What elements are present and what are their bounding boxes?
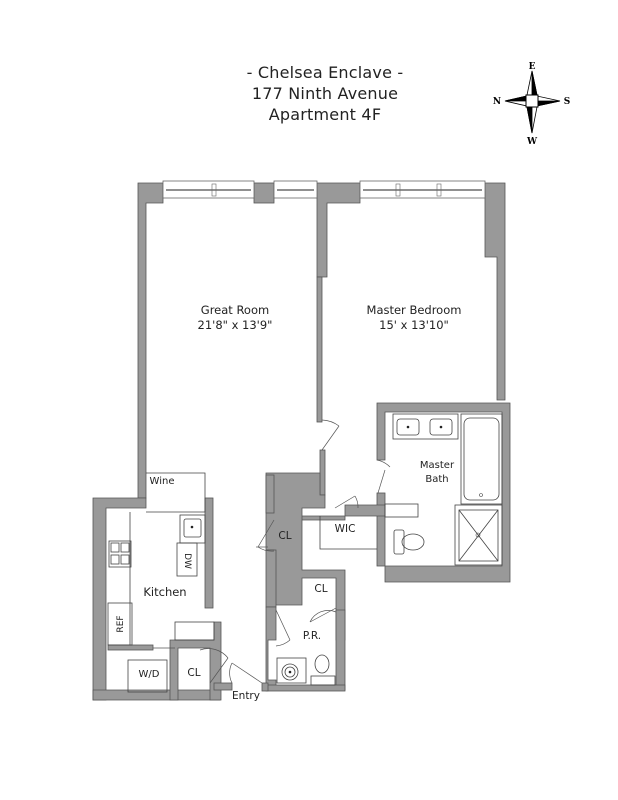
room-powder-room: P.R. — [302, 630, 322, 642]
apartment-number: Apartment 4F — [268, 105, 382, 124]
door — [309, 607, 337, 623]
room-closet-hall: CL — [278, 530, 292, 542]
room-closet-pr: CL — [314, 583, 328, 595]
address: 177 Ninth Avenue — [251, 84, 399, 103]
compass-south: S — [564, 97, 571, 107]
wall — [265, 474, 275, 514]
shower — [454, 504, 503, 566]
bath-counter — [384, 503, 419, 518]
fixture-refrigerator: REF — [116, 615, 126, 633]
wall — [376, 492, 386, 567]
refrigerator — [107, 602, 133, 646]
compass-rose-icon: E N S W — [493, 62, 571, 147]
door — [321, 425, 340, 451]
door — [209, 657, 229, 684]
fixture-dishwasher: DW — [182, 553, 192, 569]
door — [377, 469, 386, 494]
wall — [319, 449, 326, 496]
room-great-room: Great Room 21'8" x 13'9" — [185, 303, 285, 333]
door — [257, 519, 275, 548]
wall — [169, 621, 222, 701]
bathtub-frame — [460, 413, 503, 505]
wic-shelf — [319, 516, 377, 550]
room-wic: WIC — [334, 523, 356, 535]
room-dimensions: 21'8" x 13'9" — [197, 318, 273, 332]
room-dimensions: 15' x 13'10" — [379, 318, 449, 332]
wall — [484, 182, 506, 401]
fixture-washer-dryer: W/D — [138, 669, 160, 680]
wall — [253, 182, 275, 204]
kitchen-pantry — [174, 621, 215, 641]
room-master-bath: Master Bath — [419, 460, 455, 485]
plan-title: - Chelsea Enclave - 177 Ninth Avenue Apa… — [200, 62, 450, 125]
wine-counter — [146, 472, 206, 513]
bath-vanity — [392, 413, 459, 440]
wall — [316, 276, 323, 423]
room-entry: Entry — [232, 690, 260, 702]
bathtub — [463, 417, 500, 501]
toilet-bowl — [401, 533, 425, 551]
compass-west: W — [526, 137, 538, 147]
pr-toilet-bowl — [314, 654, 330, 674]
wall — [204, 497, 214, 609]
pr-toilet-tank — [310, 675, 336, 686]
stove — [108, 540, 132, 568]
wall — [137, 182, 164, 499]
dishwasher — [176, 542, 198, 577]
wall — [335, 609, 346, 691]
wall — [265, 606, 277, 689]
fixture-wine: Wine — [149, 476, 175, 487]
wall — [265, 549, 277, 608]
room-closet-entry: CL — [187, 667, 201, 679]
wall — [376, 402, 511, 583]
pr-sink-counter — [276, 657, 307, 684]
wall — [213, 682, 233, 691]
wall — [265, 684, 346, 692]
wall — [107, 644, 154, 651]
door — [334, 495, 356, 509]
building-name: - Chelsea Enclave - — [246, 63, 404, 82]
compass-east: E — [529, 62, 536, 72]
wall — [261, 682, 269, 692]
wall — [316, 182, 361, 278]
room-name: Great Room — [200, 303, 270, 317]
compass-north: N — [493, 97, 501, 107]
door — [275, 609, 291, 641]
washer-dryer — [127, 659, 168, 693]
toilet-tank — [393, 529, 405, 555]
wall — [265, 472, 386, 641]
entry-door — [231, 662, 263, 684]
room-master-bedroom: Master Bedroom 15' x 13'10" — [354, 303, 474, 333]
room-name: Master Bedroom — [366, 303, 462, 317]
wall — [92, 689, 221, 701]
room-kitchen: Kitchen — [143, 585, 187, 599]
